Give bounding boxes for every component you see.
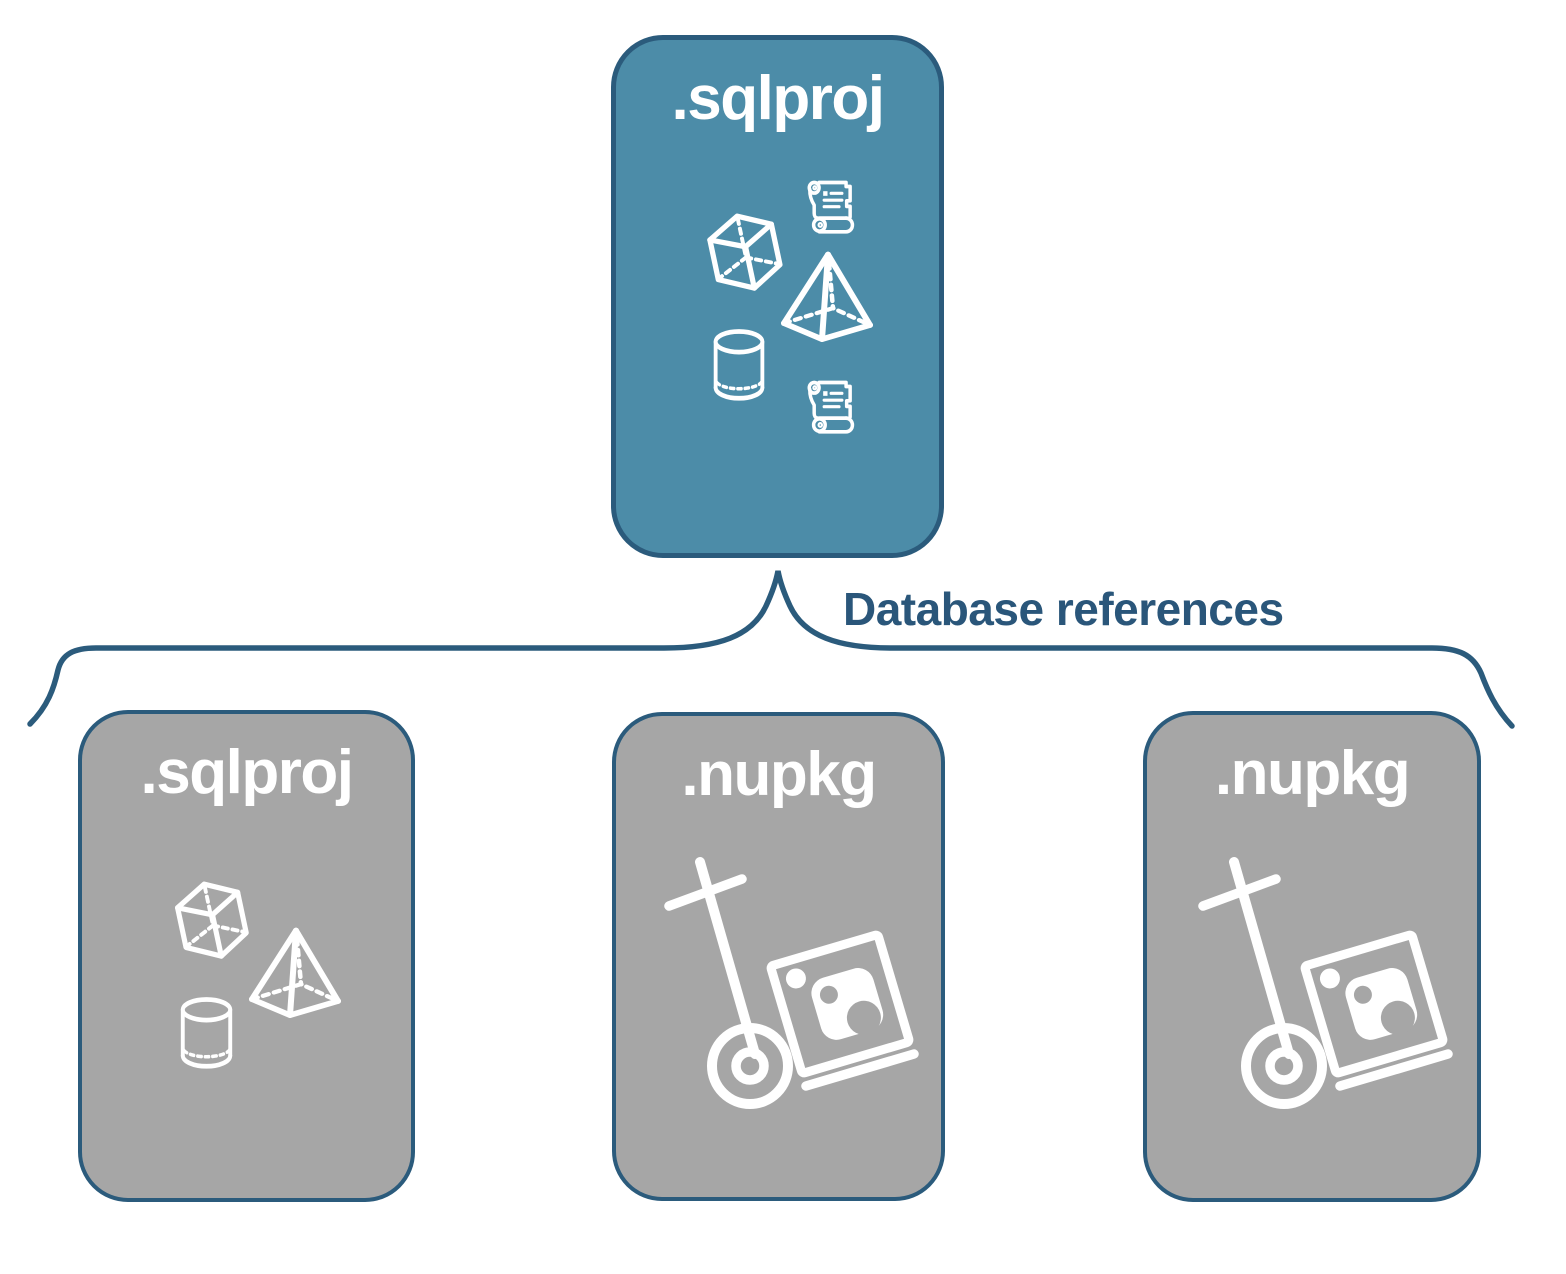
root-node-sqlproj: .sqlproj bbox=[611, 35, 944, 558]
database-cylinder-icon bbox=[174, 994, 239, 1073]
root-node-title: .sqlproj bbox=[671, 64, 885, 133]
child-node-title: .nupkg bbox=[1214, 739, 1411, 808]
child-node-sqlproj: .sqlproj bbox=[78, 710, 415, 1202]
child-node-nupkg-1: .nupkg bbox=[612, 712, 945, 1201]
child-node-nupkg-2: .nupkg bbox=[1143, 711, 1481, 1202]
connector-label: Database references bbox=[843, 583, 1284, 635]
nuget-package-dolly-icon bbox=[1196, 856, 1458, 1114]
child-node-title: .nupkg bbox=[681, 740, 877, 809]
pyramid-icon bbox=[776, 248, 876, 342]
child-node-title: .sqlproj bbox=[140, 738, 354, 807]
pyramid-icon bbox=[244, 924, 344, 1018]
database-cylinder-icon bbox=[707, 326, 771, 405]
script-scroll-icon bbox=[807, 380, 855, 434]
script-scroll-icon bbox=[807, 180, 855, 234]
nuget-package-dolly-icon bbox=[662, 856, 924, 1114]
